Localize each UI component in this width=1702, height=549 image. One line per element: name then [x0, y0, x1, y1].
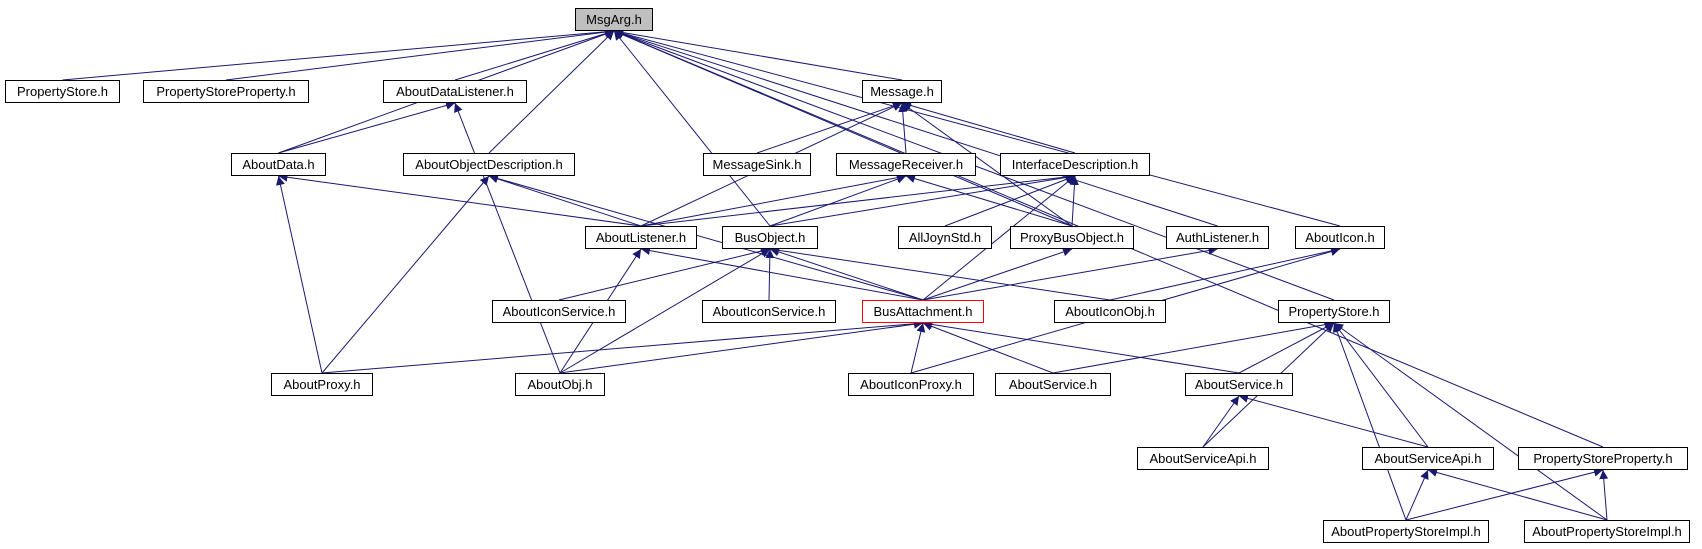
edge-aicon-to-msgarg — [613, 28, 1341, 227]
edge-busatt-to-aod — [488, 174, 924, 301]
node-aisvc1[interactable]: AboutIconService.h — [492, 300, 626, 323]
node-alljoynstd[interactable]: AllJoynStd.h — [898, 226, 992, 249]
node-aboutdata[interactable]: AboutData.h — [231, 153, 326, 176]
edge-apsi1-to-ps_mid — [1332, 322, 1407, 521]
node-apsi2[interactable]: AboutPropertyStoreImpl.h — [1524, 520, 1690, 543]
node-aod[interactable]: AboutObjectDescription.h — [403, 153, 575, 176]
node-msgsink[interactable]: MessageSink.h — [703, 153, 811, 176]
node-psp-top[interactable]: PropertyStoreProperty.h — [143, 80, 309, 103]
edge-aobj-to-adl — [454, 102, 561, 374]
edge-aiobj-to-busobj — [769, 245, 1111, 301]
edge-asapi2-to-ps_mid — [1333, 322, 1429, 448]
edge-aisvc1-to-busobj — [558, 246, 771, 301]
edge-apsi1-to-asapi2 — [1405, 469, 1429, 521]
node-aiobj[interactable]: AboutIconObj.h — [1054, 300, 1166, 323]
node-msgrecv[interactable]: MessageReceiver.h — [836, 153, 976, 176]
edge-alistener-to-ifdesc — [640, 172, 1076, 227]
edge-msgrecv-to-message — [898, 102, 908, 154]
node-busatt[interactable]: BusAttachment.h — [862, 300, 984, 323]
node-aproxy[interactable]: AboutProxy.h — [271, 373, 373, 396]
edge-aiobj-to-aicon — [1109, 246, 1341, 301]
node-message[interactable]: Message.h — [862, 80, 942, 103]
edge-aproxy-to-aboutdata — [276, 175, 323, 374]
edge-asvc1-to-ps_mid — [1052, 320, 1335, 374]
edge-busobj-to-ifdesc — [769, 173, 1076, 227]
edge-busatt-to-proxy — [922, 247, 1073, 301]
node-ps-mid[interactable]: PropertyStore.h — [1278, 300, 1390, 323]
edge-proxy-to-message — [901, 102, 1073, 227]
edge-aproxy-to-aod — [321, 175, 490, 374]
edge-ifdesc-to-message — [901, 101, 1076, 154]
edge-alistener-to-msgrecv — [640, 173, 907, 227]
edge-busatt-to-alistener — [640, 246, 924, 301]
node-aicon[interactable]: AboutIcon.h — [1295, 226, 1385, 249]
node-apsi1[interactable]: AboutPropertyStoreImpl.h — [1323, 520, 1489, 543]
edge-adl-to-msgarg — [454, 29, 615, 81]
node-adl[interactable]: AboutDataListener.h — [383, 80, 527, 103]
node-psp-bot[interactable]: PropertyStoreProperty.h — [1518, 447, 1688, 470]
edge-aproxy-to-busatt — [321, 319, 924, 374]
edge-alljoynstd-to-ifdesc — [944, 175, 1076, 227]
node-busobj[interactable]: BusObject.h — [722, 226, 818, 249]
node-authl[interactable]: AuthListener.h — [1166, 226, 1269, 249]
node-asvc2[interactable]: AboutService.h — [1185, 373, 1293, 396]
edge-apsi1-to-psp_bot — [1405, 467, 1604, 521]
edge-psp_top-to-msgarg — [225, 27, 615, 81]
edge-busatt-to-ifdesc — [922, 175, 1076, 301]
edge-aisvc2-to-busobj — [765, 248, 775, 301]
edge-asvc1-to-busatt — [922, 322, 1054, 374]
edge-asapi1-to-asvc2 — [1202, 395, 1240, 448]
edge-msgsink-to-message — [756, 101, 903, 154]
edge-aboutdata-to-adl — [278, 101, 456, 154]
edge-aobj-to-busatt — [559, 319, 924, 374]
node-ifdesc[interactable]: InterfaceDescription.h — [1000, 153, 1150, 176]
edge-asvc2-to-ps_mid — [1238, 322, 1335, 374]
edge-busobj-to-msgarg — [613, 30, 771, 227]
node-aiproxy[interactable]: AboutIconProxy.h — [848, 373, 974, 396]
node-asapi1[interactable]: AboutServiceApi.h — [1137, 447, 1269, 470]
edge-authl-to-msgarg — [613, 29, 1218, 227]
node-aobj[interactable]: AboutObj.h — [515, 373, 605, 396]
edge-alistener-to-aboutdata — [278, 172, 642, 227]
node-msgarg[interactable]: MsgArg.h — [575, 8, 653, 31]
edge-apsi2-to-ps_mid — [1333, 322, 1608, 521]
edge-ps_top-to-msgarg — [62, 27, 615, 81]
edge-alistener-to-aod — [488, 174, 642, 227]
edge-message-to-msgarg — [613, 28, 903, 81]
node-alistener[interactable]: AboutListener.h — [585, 226, 697, 249]
node-asapi2[interactable]: AboutServiceApi.h — [1362, 447, 1494, 470]
edge-apsi2-to-asapi2 — [1427, 468, 1608, 521]
edge-asapi2-to-asvc2 — [1238, 394, 1429, 448]
edge-aod-to-msgarg — [488, 30, 615, 154]
edge-busatt-to-authl — [922, 246, 1218, 301]
edge-apsi2-to-psp_bot — [1599, 469, 1609, 521]
node-ps-top[interactable]: PropertyStore.h — [5, 80, 120, 103]
edge-busobj-to-msgrecv — [769, 174, 907, 227]
node-asvc1[interactable]: AboutService.h — [995, 373, 1111, 396]
edge-proxy-to-msgrecv — [905, 174, 1073, 227]
node-proxy[interactable]: ProxyBusObject.h — [1010, 226, 1134, 249]
node-aisvc2[interactable]: AboutIconService.h — [702, 300, 836, 323]
edge-aobj-to-busobj — [559, 248, 771, 374]
edge-aiproxy-to-busatt — [910, 322, 926, 374]
edge-asvc2-to-busatt — [922, 319, 1240, 374]
edge-proxy-to-ifdesc — [1069, 175, 1079, 227]
edge-busatt-to-busobj — [769, 247, 924, 301]
